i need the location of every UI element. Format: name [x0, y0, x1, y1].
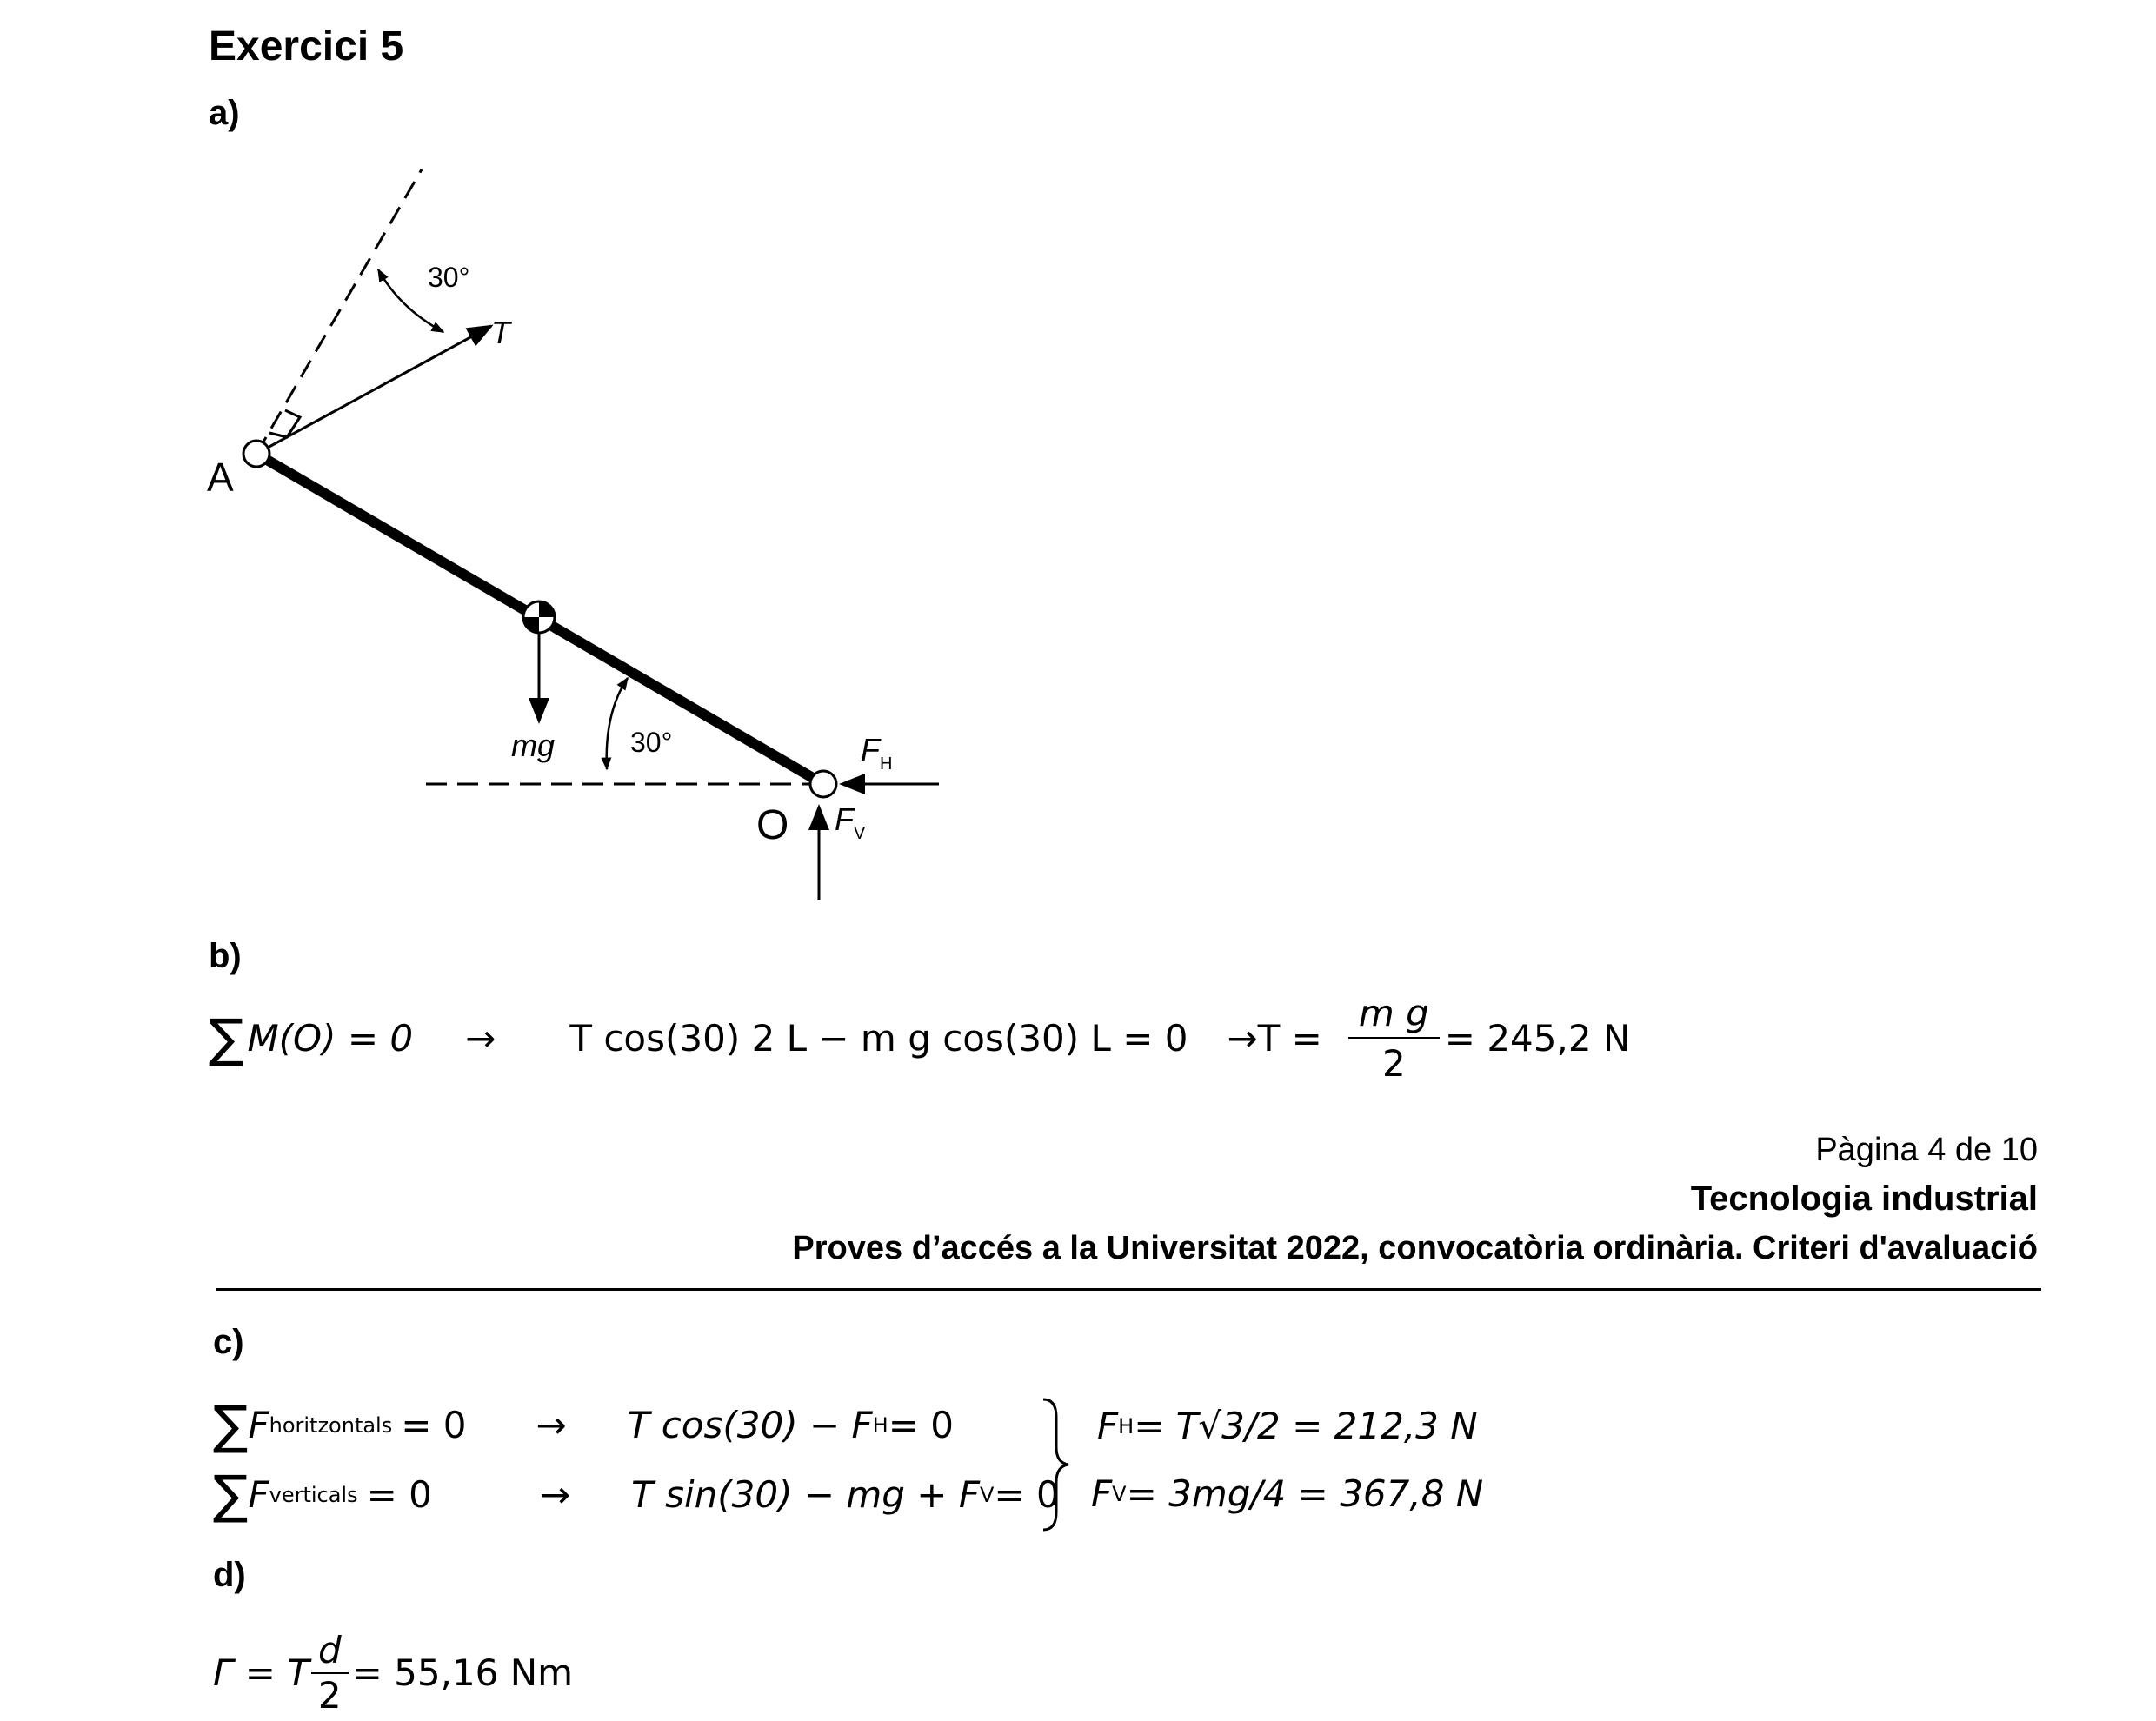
page-number: Pàgina 4 de 10	[1815, 1132, 2038, 1168]
exercise-title: Exercici 5	[209, 23, 404, 70]
sum-symbol: ∑	[209, 1008, 244, 1069]
eq-c2-expression: T sin(30) − mg + F	[631, 1473, 980, 1516]
eq-d-denominator: 2	[317, 1674, 342, 1717]
dashed-line-upper	[255, 169, 423, 455]
eq-b-numerator: m g	[1348, 995, 1440, 1039]
eq-b-denominator: 2	[1381, 1042, 1406, 1085]
free-body-diagram: A O T mg 30° 30° FH FV	[207, 169, 939, 900]
label-angle-top: 30°	[428, 262, 469, 293]
pin-a	[242, 439, 271, 468]
label-a: A	[207, 455, 234, 500]
eq-d-fraction: d 2	[310, 1632, 349, 1717]
result-value: = 3mg/4 = 367,8 N	[1126, 1472, 1484, 1515]
result-value: = T√3/2 = 212,3 N	[1134, 1405, 1478, 1447]
sum-symbol: ∑	[213, 1395, 249, 1456]
force-symbol: F	[248, 1404, 270, 1446]
force-subscript: verticals	[269, 1483, 358, 1507]
header-divider	[216, 1288, 2041, 1291]
eq-c1-expression-end: = 0	[888, 1404, 954, 1446]
eq-c1-equals: = 0	[401, 1404, 467, 1446]
result-force-symbol: F	[1097, 1405, 1119, 1447]
label-o: O	[756, 802, 789, 848]
eq-c2-expression-subscript: V	[980, 1483, 995, 1507]
sum-symbol: ∑	[213, 1465, 249, 1525]
eq-d-lhs: Γ = T	[213, 1651, 309, 1694]
section-b-label: b)	[209, 937, 242, 975]
eq-c2-expression-end: = 0	[994, 1473, 1060, 1516]
equation-b: ∑ M(O) = 0 → T cos(30) 2 L − m g cos(30)…	[209, 995, 1630, 1082]
result-force-symbol: F	[1091, 1472, 1113, 1515]
label-mg: mg	[511, 728, 555, 763]
center-of-mass-symbol	[522, 600, 556, 635]
eq-b-middle: T cos(30) 2 L − m g cos(30) L = 0	[569, 1017, 1188, 1060]
exam-title: Proves d’accés a la Universitat 2022, co…	[792, 1230, 2038, 1266]
pin-o	[808, 769, 838, 799]
force-symbol: F	[248, 1473, 270, 1516]
eq-b-result: = 245,2 N	[1444, 1017, 1631, 1060]
section-c-label: c)	[213, 1323, 244, 1361]
eq-b-arrow-2: →T =	[1227, 1017, 1322, 1060]
result-force-subscript: V	[1112, 1482, 1127, 1506]
eq-c2-equals: = 0	[366, 1473, 432, 1516]
eq-c2-arrow: →	[539, 1473, 571, 1516]
angle-arc-bottom	[601, 676, 629, 771]
label-t: T	[491, 315, 513, 350]
label-fv: FV	[835, 801, 866, 843]
eq-d-result: = 55,16 Nm	[351, 1651, 574, 1694]
right-angle-mark	[269, 409, 303, 439]
tension-arrow	[256, 324, 494, 455]
eq-c1-expression-subscript: H	[872, 1413, 888, 1438]
eq-b-fraction: m g 2	[1348, 995, 1440, 1082]
eq-c1-expression: T cos(30) − F	[627, 1404, 873, 1446]
section-a-label: a)	[209, 94, 240, 132]
force-subscript: horitzontals	[269, 1413, 393, 1438]
eq-b-lhs: M(O) = 0	[247, 1017, 414, 1060]
angle-arc-top	[376, 268, 445, 334]
label-fh: FH	[861, 732, 892, 774]
subject-title: Tecnologia industrial	[1690, 1179, 2038, 1218]
eq-d-numerator: d	[310, 1632, 349, 1674]
eq-c1-arrow: →	[536, 1404, 567, 1446]
section-d-label: d)	[213, 1556, 246, 1594]
eq-b-arrow-1: →	[465, 1017, 496, 1060]
label-angle-bottom: 30°	[630, 727, 672, 758]
result-force-subscript: H	[1118, 1414, 1135, 1439]
equation-d: Γ = T d 2 = 55,16 Nm	[213, 1632, 573, 1714]
curly-brace	[1042, 1398, 1069, 1532]
